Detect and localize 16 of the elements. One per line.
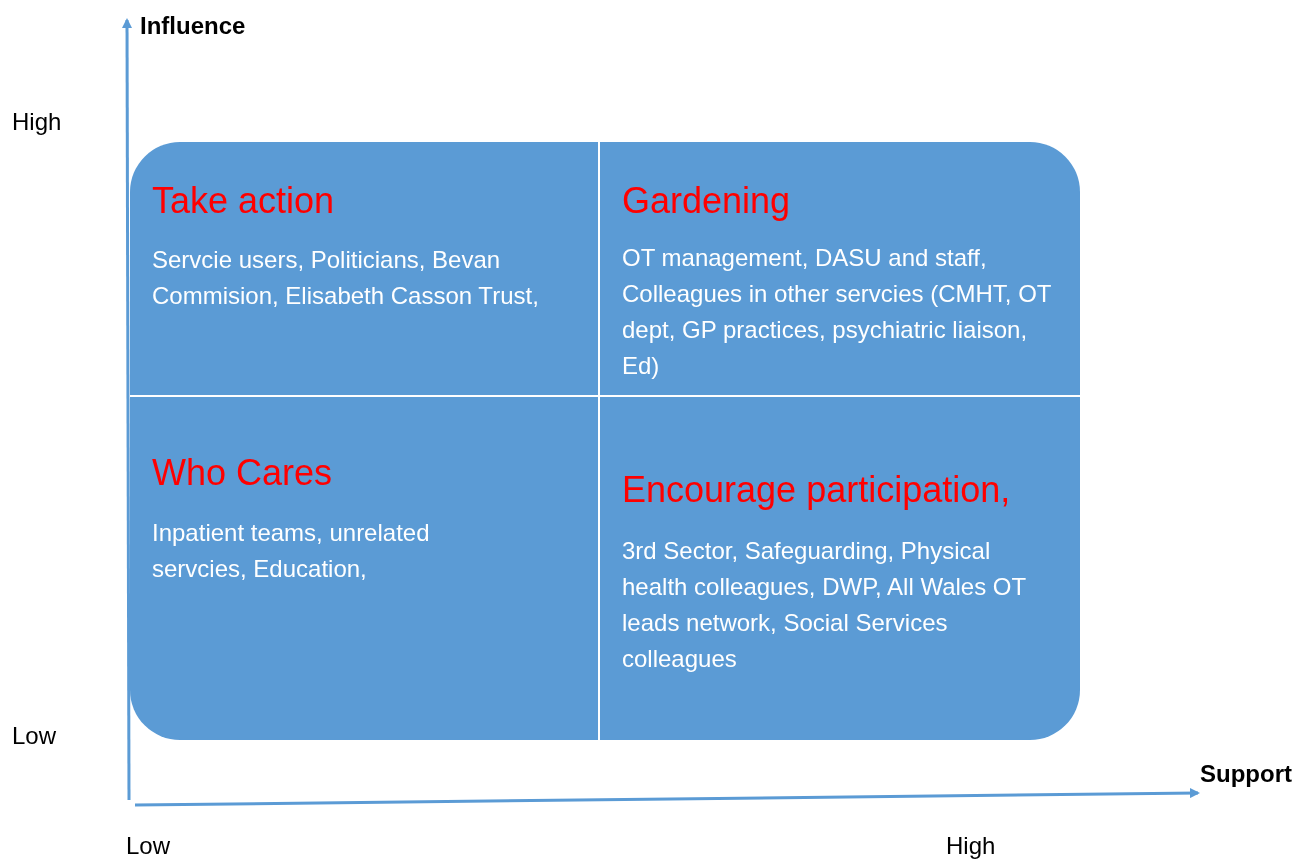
quadrant-heading: Encourage participation, <box>622 469 1011 511</box>
axis-tick-label: Low <box>12 722 57 750</box>
quadrant-heading: Take action <box>152 180 335 222</box>
matrix-panel <box>130 142 1080 740</box>
axis-title: Support <box>1200 760 1292 788</box>
axis-title: Influence <box>140 12 246 40</box>
axis-tick-label: High <box>946 832 996 859</box>
stakeholder-list: 3rd Sector, Safeguarding, Physical health colleagues, DWP, All Wales OT leads network, Social Services colleagues <box>622 533 1052 677</box>
axis-tick-label: High <box>12 108 62 136</box>
quadrant-heading: Gardening <box>622 180 791 222</box>
quadrant <box>130 142 600 397</box>
axis-tick-label: Low <box>126 832 171 859</box>
quadrant-heading: Who Cares <box>152 452 333 494</box>
stakeholder-list: OT management, DASU and staff, Colleagues in other servcies (CMHT, OT dept, GP practices, psychiatric liaison, Ed) <box>622 240 1062 384</box>
stakeholder-list: Servcie users, Politicians, Bevan Commision, Elisabeth Casson Trust, <box>152 242 572 314</box>
stakeholder-list: Inpatient teams, unrelated servcies, Education, <box>152 515 512 587</box>
